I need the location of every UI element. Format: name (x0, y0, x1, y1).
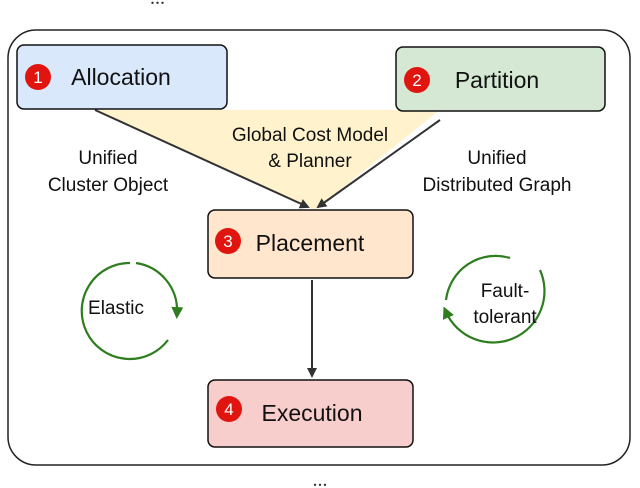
allocation-label: Allocation (71, 64, 171, 90)
fault-tolerant-label-line2: tolerant (473, 307, 537, 328)
global-cost-model-funnel (95, 110, 440, 210)
fault-tolerant-cycle-arc (442, 269, 546, 344)
right-edge-label-line1: Unified (467, 148, 526, 169)
fault-tolerant-label-line1: Fault- (481, 281, 530, 302)
number-badge-2 (404, 67, 430, 93)
partition-to-placement-arrow (316, 119, 441, 209)
elastic-label: Elastic (88, 298, 144, 319)
fault-tolerant-cycle-top (444, 254, 511, 301)
number-badge-1-text: 1 (33, 68, 42, 87)
allocation-node: 1 Allocation (16, 44, 228, 110)
bottom-caption-fragment: ... (313, 469, 328, 488)
left-edge-label-line2: Cluster Object (48, 175, 169, 196)
funnel-label-line1: Global Cost Model (232, 125, 388, 146)
allocation-to-placement-arrow (94, 109, 310, 209)
number-badge-2-text: 2 (412, 71, 421, 90)
number-badge-4-text: 4 (224, 400, 233, 419)
execution-node: 4 Execution (207, 379, 414, 448)
execution-label: Execution (261, 400, 362, 426)
outer-frame (7, 29, 631, 466)
number-badge-4 (216, 396, 242, 422)
elastic-cycle-arrow (135, 261, 184, 319)
placement-label: Placement (256, 230, 365, 256)
left-edge-label-line1: Unified (78, 148, 137, 169)
funnel-label-line2: & Planner (268, 151, 352, 172)
partition-node: 2 Partition (395, 46, 606, 112)
elastic-cycle-arc (80, 261, 169, 361)
top-caption-fragment: ... (150, 0, 165, 9)
number-badge-3 (215, 228, 241, 254)
partition-label: Partition (455, 67, 539, 93)
right-edge-label-line2: Distributed Graph (423, 175, 572, 196)
number-badge-3-text: 3 (223, 232, 232, 251)
placement-node: 3 Placement (207, 209, 414, 279)
number-badge-1 (25, 64, 51, 90)
